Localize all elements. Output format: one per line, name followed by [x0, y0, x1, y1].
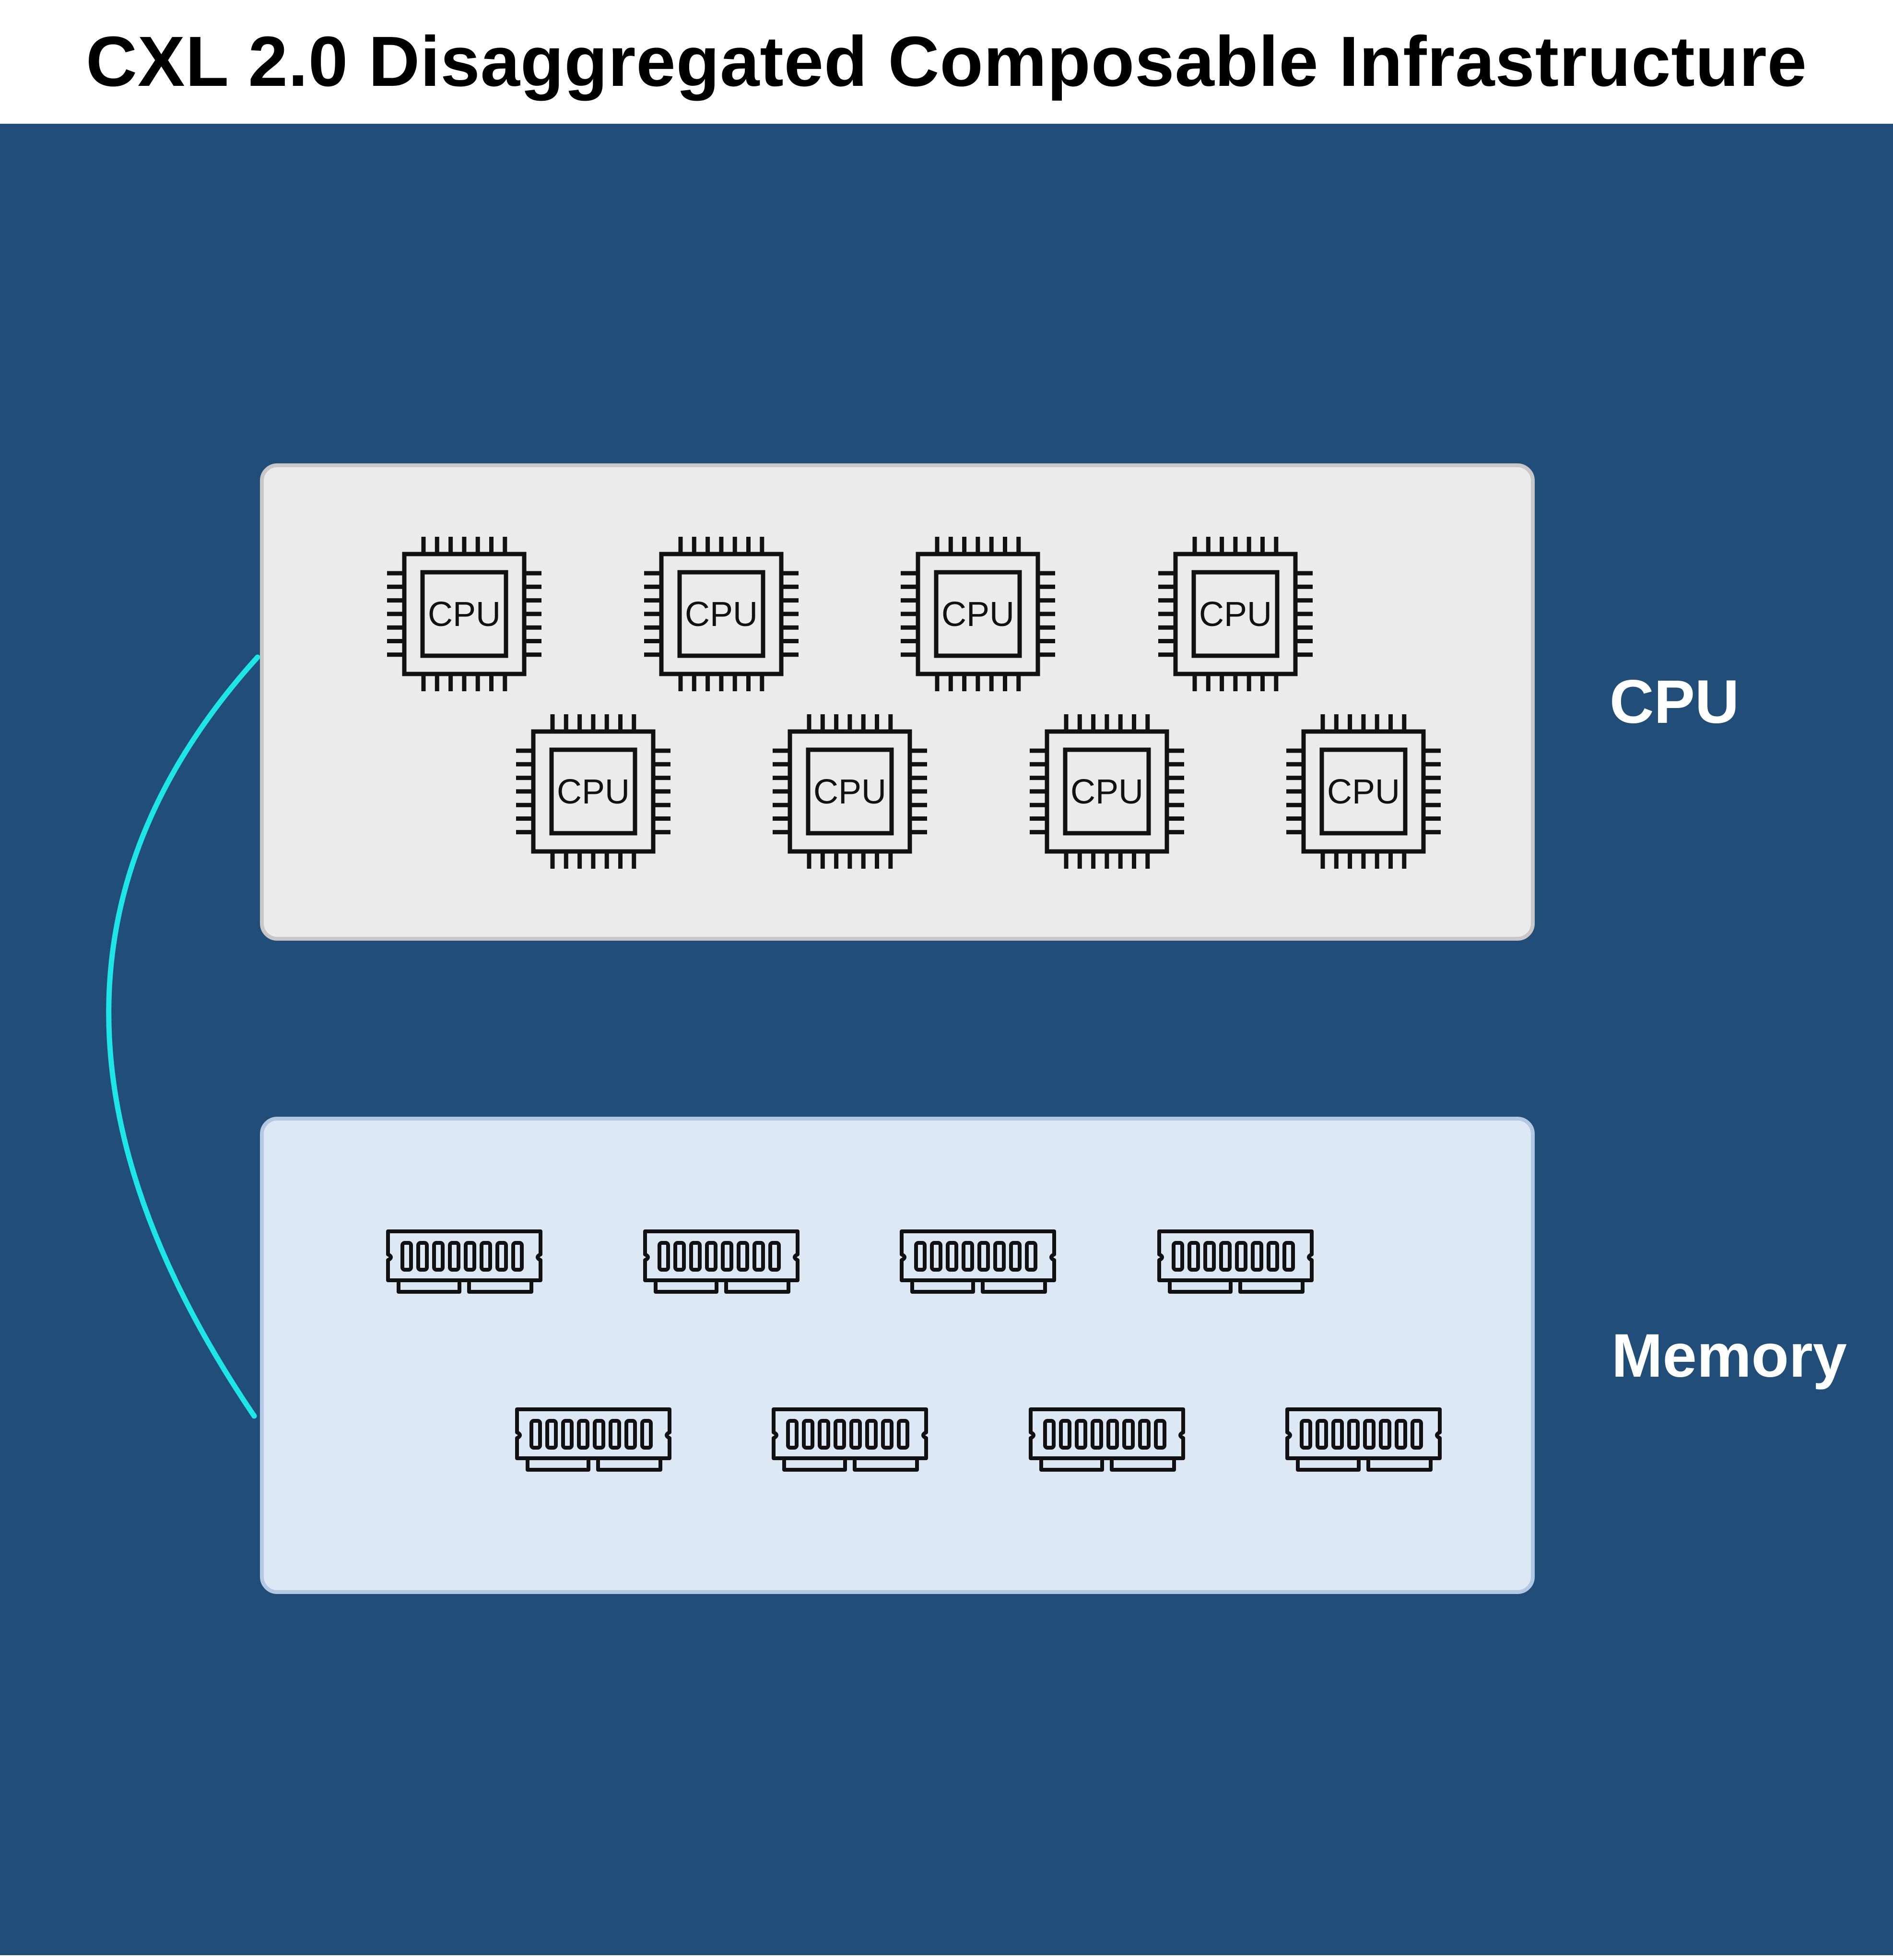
cpu-icon-text: CPU [1199, 595, 1272, 634]
cpu-icon-text: CPU [557, 773, 630, 811]
cpu-icon-text: CPU [941, 595, 1014, 634]
cpu-chip-icon: CPU [773, 714, 927, 869]
cpu-icon-text: CPU [428, 595, 501, 634]
cpu-icon-text: CPU [1070, 773, 1143, 811]
memory-pool-panel [260, 1117, 1535, 1594]
memory-module-icon [900, 1229, 1056, 1294]
memory-module-icon [772, 1407, 928, 1472]
memory-module-icon [643, 1229, 800, 1294]
memory-module-icon [386, 1229, 542, 1294]
cpu-chip-icon: CPU [1030, 714, 1184, 869]
connector-arc-path [106, 654, 260, 1419]
memory-pool-label: Memory [1611, 1322, 1847, 1390]
cpu-chip-icon: CPU [1286, 714, 1441, 869]
cpu-chip-icon: CPU [387, 537, 541, 691]
cpu-chip-icon: CPU [516, 714, 670, 869]
cpu-chip-icon: CPU [1158, 537, 1313, 691]
cpu-chip-icon: CPU [901, 537, 1055, 691]
memory-module-icon [1157, 1229, 1314, 1294]
memory-module-icon [1285, 1407, 1442, 1472]
diagram-canvas [0, 124, 1893, 1955]
cpu-chip-icon: CPU [644, 537, 799, 691]
cpu-icon-text: CPU [685, 595, 758, 634]
cpu-icon-text: CPU [813, 773, 886, 811]
cpu-pool-label: CPU [1610, 668, 1740, 736]
memory-module-icon [1029, 1407, 1185, 1472]
diagram-title: CXL 2.0 Disaggregated Composable Infrast… [0, 0, 1893, 124]
cpu-icon-text: CPU [1327, 773, 1400, 811]
memory-module-icon [515, 1407, 671, 1472]
